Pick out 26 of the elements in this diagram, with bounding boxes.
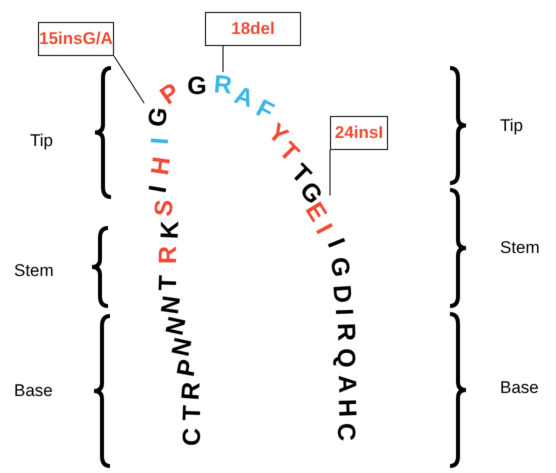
callout-box: 24insI — [330, 116, 388, 150]
amino-acid-letter: D — [329, 281, 355, 307]
amino-acid-letter: H — [147, 152, 175, 180]
amino-acid-letter: R — [156, 243, 180, 267]
amino-acid-letter: A — [334, 372, 360, 396]
region-label: Tip — [500, 116, 523, 136]
callout-box: 18del — [205, 12, 301, 46]
region-label: Base — [14, 381, 53, 401]
amino-acid-letter: H — [334, 396, 360, 420]
amino-acid-letter: T — [156, 270, 180, 296]
region-label: Stem — [500, 238, 540, 258]
amino-acid-letter: R — [210, 72, 236, 98]
amino-acid-letter: R — [334, 320, 358, 344]
amino-acid-letter: C — [180, 424, 204, 450]
amino-acid-letter: Q — [334, 346, 358, 370]
leader-line — [222, 46, 224, 72]
callout-box: 15insG/A — [38, 22, 114, 56]
region-label: Stem — [14, 261, 54, 281]
region-label: Tip — [30, 131, 53, 151]
amino-acid-letter: G — [144, 103, 172, 131]
region-label: Base — [500, 378, 539, 398]
amino-acid-letter: C — [334, 420, 358, 444]
amino-acid-letter: G — [185, 74, 209, 98]
amino-acid-letter: I — [147, 128, 173, 154]
leader-line — [114, 56, 145, 104]
amino-acid-letter: G — [326, 253, 354, 281]
